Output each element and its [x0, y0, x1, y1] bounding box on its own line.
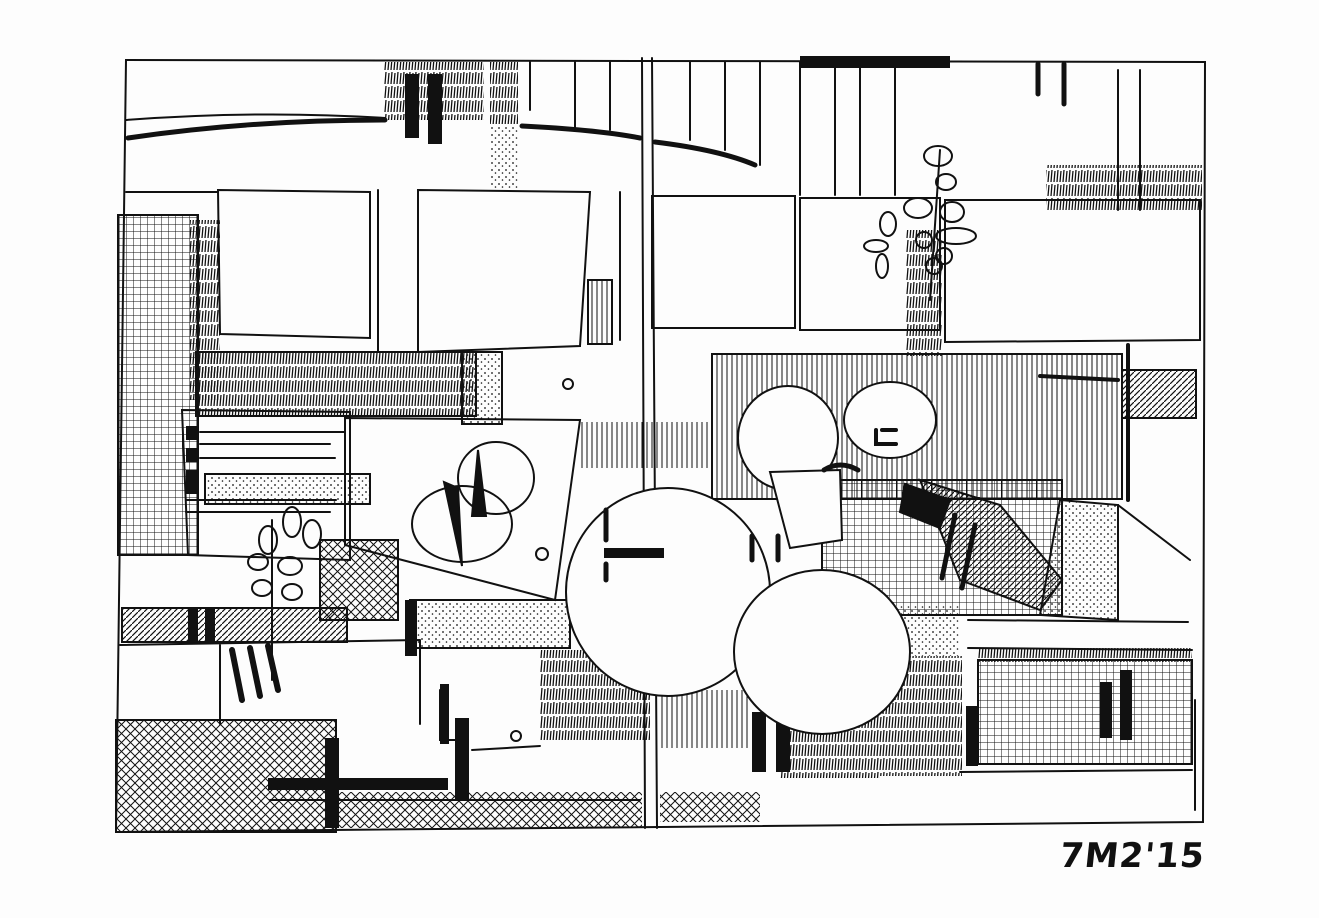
- plant-right: [863, 145, 977, 301]
- artist-signature: 7M2'15: [1057, 836, 1207, 876]
- plant-left: [247, 506, 322, 681]
- circle-cluster: [565, 381, 937, 735]
